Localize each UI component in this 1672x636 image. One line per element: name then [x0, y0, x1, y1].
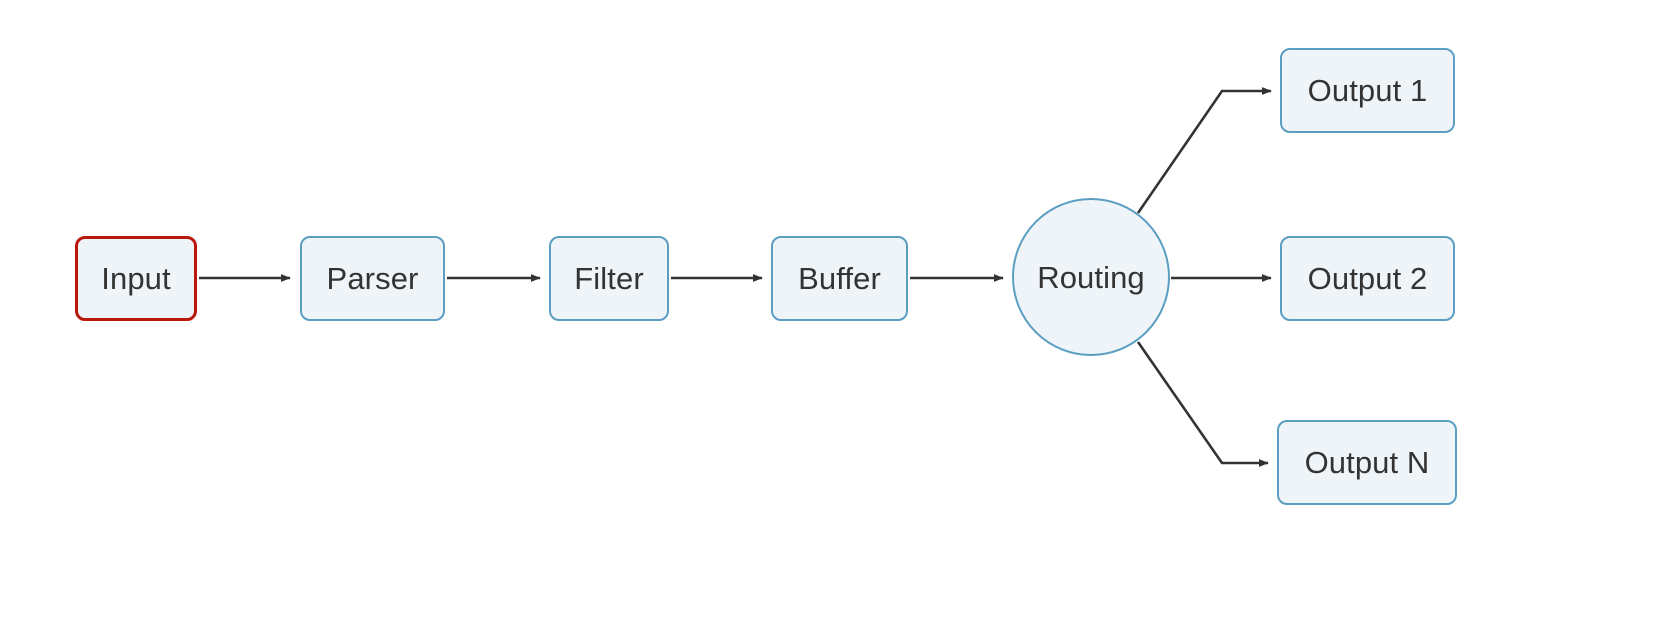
node-output-2[interactable]: Output 2: [1280, 236, 1455, 321]
edge-routing-outputN: [1136, 341, 1269, 467]
node-filter[interactable]: Filter: [549, 236, 669, 321]
node-output-2-label: Output 2: [1307, 261, 1428, 296]
node-parser[interactable]: Parser: [300, 236, 445, 321]
node-routing-label: Routing: [1037, 259, 1145, 295]
node-parser-label: Parser: [326, 261, 419, 296]
node-buffer-label: Buffer: [798, 261, 881, 296]
node-output-n-label: Output N: [1304, 445, 1430, 480]
node-output-1-label: Output 1: [1307, 73, 1428, 108]
node-input-label: Input: [101, 261, 171, 296]
edge-routing-output1: [1136, 87, 1272, 214]
node-input[interactable]: Input: [75, 236, 197, 321]
node-output-n[interactable]: Output N: [1277, 420, 1457, 505]
node-routing[interactable]: Routing: [1012, 198, 1170, 356]
node-filter-label: Filter: [574, 261, 644, 296]
node-output-1[interactable]: Output 1: [1280, 48, 1455, 133]
node-buffer[interactable]: Buffer: [771, 236, 908, 321]
